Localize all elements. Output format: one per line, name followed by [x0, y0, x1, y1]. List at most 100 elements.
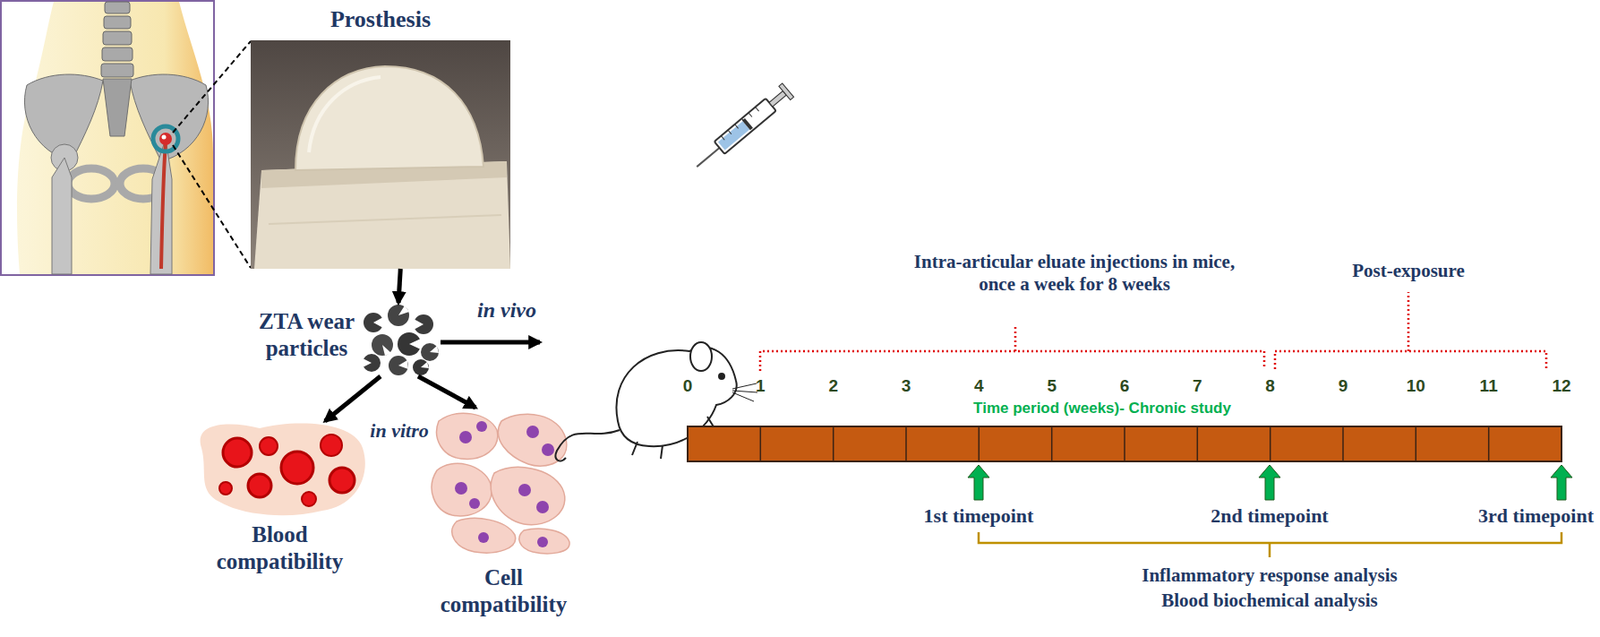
blood-cells	[200, 423, 366, 516]
timepoint-arrow	[967, 464, 1573, 500]
mouse-drawing	[556, 429, 620, 461]
hip-illustration	[150, 138, 172, 274]
flow-arrow	[325, 376, 381, 421]
blood-cells	[281, 451, 314, 484]
hip-illustration	[51, 157, 72, 274]
wear-particles	[398, 305, 410, 316]
hip-illustration	[104, 1, 130, 14]
mouse-drawing	[732, 383, 758, 402]
wear-particles	[363, 312, 384, 333]
timeline-bar	[760, 426, 1489, 462]
timeline-brackets	[760, 350, 1265, 371]
week-number: 11	[1480, 376, 1498, 397]
week-number: 8	[1265, 376, 1275, 397]
wear-particles	[412, 359, 429, 376]
cell-culture	[431, 462, 492, 516]
cell-nuclei	[469, 497, 480, 509]
blood-cells	[200, 423, 366, 516]
prosthesis-photo	[295, 66, 484, 171]
in-vivo-arrow	[440, 342, 540, 343]
hip-illustration	[129, 74, 209, 162]
timepoint-arrow	[967, 464, 990, 500]
zoom-leader	[172, 145, 251, 268]
analysis-bracket	[978, 531, 1562, 543]
cell-nuclei	[459, 430, 472, 444]
hip-illustration	[17, 1, 214, 274]
cell-culture	[436, 412, 498, 459]
cell-culture	[519, 528, 570, 554]
wear-particles	[397, 332, 421, 356]
blood-cells	[219, 481, 232, 495]
mouse-drawing	[718, 373, 725, 379]
prosthesis-photo	[250, 40, 511, 269]
blood-cells	[329, 467, 355, 493]
blood-cells	[248, 473, 272, 497]
hip-illustration	[161, 141, 166, 269]
timepoint-label: 1st timepoint	[924, 504, 1035, 528]
syringe	[742, 118, 753, 130]
week-number: 4	[974, 376, 984, 397]
hip-illustration	[159, 132, 172, 146]
wear-particles	[362, 358, 372, 368]
blood-cells	[301, 491, 317, 506]
cell-nuclei	[476, 420, 488, 432]
wear-particles	[373, 316, 384, 328]
wear-particles	[413, 314, 434, 334]
axis-title: Time period (weeks)- Chronic study	[973, 399, 1232, 418]
analysis-bracket	[1268, 542, 1272, 557]
prosthesis-photo	[250, 40, 511, 269]
wear-particles	[409, 338, 421, 350]
node-label: ZTA wear particles	[250, 308, 363, 362]
zoom-leader	[172, 41, 251, 268]
flow-arrow	[398, 268, 401, 303]
timepoint-arrow	[1258, 464, 1281, 500]
hip-illustration	[68, 168, 115, 199]
week-number: 6	[1120, 376, 1130, 397]
prosthesis-photo	[308, 77, 381, 153]
wear-particles	[398, 359, 409, 369]
wear-particles	[429, 345, 439, 353]
cell-nuclei	[518, 483, 531, 497]
week-number: 10	[1406, 376, 1426, 397]
syringe	[714, 98, 777, 155]
node-label: Cell compatibility	[429, 564, 578, 618]
syringe	[769, 91, 787, 107]
syringe	[720, 106, 759, 140]
wear-particles	[420, 342, 439, 361]
wear-particles	[371, 333, 394, 356]
pathway-label: in vitro	[369, 419, 428, 443]
hip-illustration	[103, 16, 131, 29]
hip-illustration	[102, 47, 133, 61]
wear-particles	[382, 344, 392, 356]
cell-nuclei	[536, 500, 549, 514]
week-number: 1	[755, 376, 766, 397]
syringe	[718, 120, 750, 150]
cell-nuclei	[537, 536, 548, 548]
cell-nuclei	[454, 481, 468, 495]
zoom-leader	[172, 41, 251, 133]
timeline-bar	[687, 426, 1562, 462]
wear-particles	[413, 318, 424, 330]
week-number: 9	[1338, 376, 1349, 397]
phase-label: Post-exposure	[1351, 259, 1465, 283]
pathway-label: in vivo	[477, 297, 537, 324]
assay-panel: Cell compatibility	[429, 407, 582, 623]
assay-panel: Blood compatibility	[192, 420, 371, 590]
wear-particles	[388, 355, 409, 376]
cell-culture	[490, 467, 565, 525]
blood-cells	[222, 437, 252, 467]
analysis-bracket	[978, 531, 1562, 557]
hip-illustration	[0, 0, 214, 275]
timepoint-label: 3rd timepoint	[1478, 504, 1594, 528]
week-number: 5	[1046, 376, 1057, 397]
hip-illustration	[162, 135, 167, 140]
node-label: Blood compatibility	[192, 521, 368, 575]
prosthesis-photo	[254, 161, 511, 269]
timepoint-label: 2nd timepoint	[1210, 504, 1328, 528]
timeline-bar	[687, 426, 1562, 462]
syringe	[778, 83, 795, 101]
cell-nuclei	[454, 420, 555, 548]
